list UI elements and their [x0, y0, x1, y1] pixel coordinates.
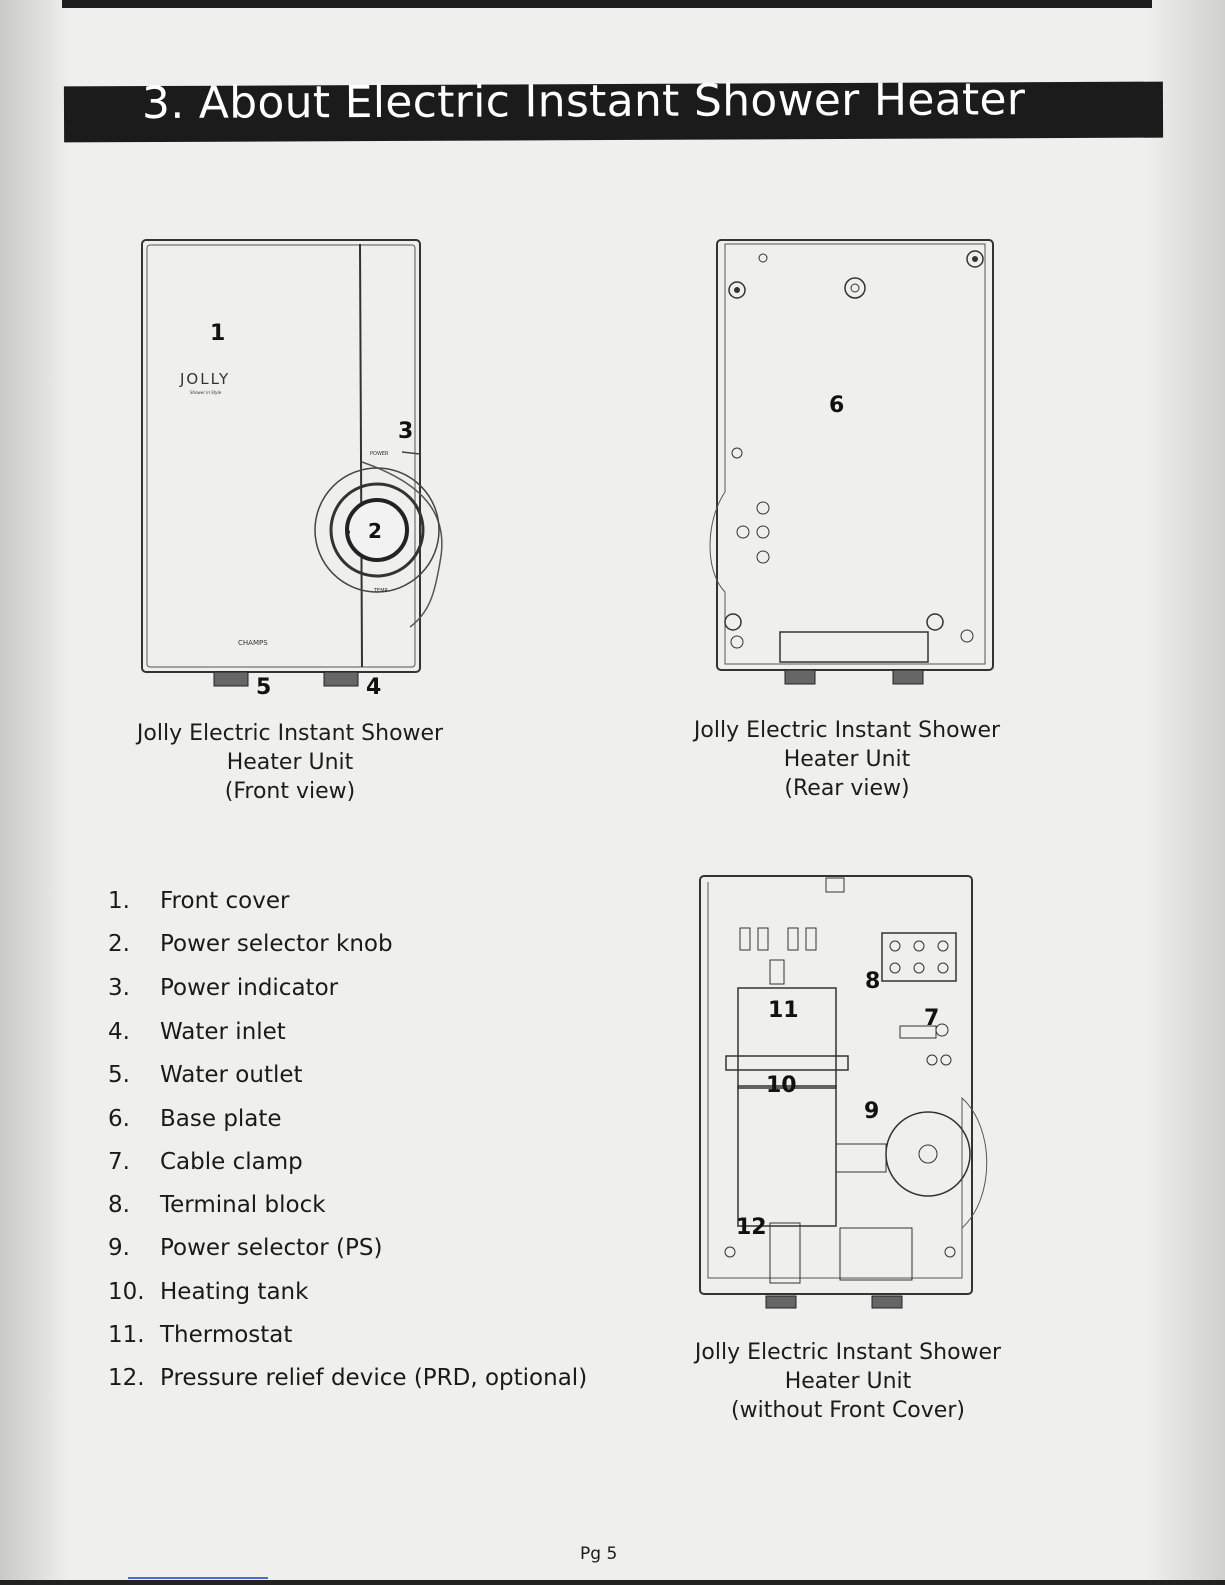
- brand-logo: JOLLY: [179, 370, 230, 388]
- caption-line: Jolly Electric Instant Shower: [694, 1340, 1002, 1365]
- legend-item: 1.Front cover: [108, 888, 290, 914]
- caption-line: Heater Unit: [784, 1369, 912, 1394]
- caption-line: (Rear view): [784, 776, 910, 801]
- legend-item: 8.Terminal block: [108, 1192, 326, 1218]
- legend-item: 3.Power indicator: [108, 975, 339, 1001]
- legend-item: 12.Pressure relief device (PRD, optional…: [108, 1365, 588, 1391]
- bottom-link-line: [128, 1577, 268, 1579]
- callout-6: 6: [829, 393, 844, 418]
- legend-item: 7.Cable clamp: [108, 1149, 303, 1175]
- legend-item: 11.Thermostat: [108, 1322, 293, 1348]
- legend-item: 5.Water outlet: [108, 1062, 303, 1088]
- page-shadow-left: [0, 0, 70, 1585]
- callout-5: 5: [256, 675, 271, 700]
- bottom-edge: [0, 1580, 1225, 1585]
- callout-8: 8: [865, 969, 880, 994]
- caption-line: Heater Unit: [226, 750, 354, 775]
- page-shadow-right: [1145, 0, 1225, 1585]
- legend-item: 2.Power selector knob: [108, 931, 393, 957]
- legend-item: 4.Water inlet: [108, 1019, 286, 1045]
- caption-line: (Front view): [224, 779, 356, 804]
- callout-11: 11: [768, 998, 799, 1023]
- caption-line: Jolly Electric Instant Shower: [136, 721, 444, 746]
- callout-4: 4: [366, 675, 381, 700]
- legend-item: 9.Power selector (PS): [108, 1235, 383, 1261]
- interior-view-caption: Jolly Electric Instant Shower Heater Uni…: [668, 1338, 1028, 1425]
- callout-9: 9: [864, 1099, 879, 1124]
- caption-line: Heater Unit: [783, 747, 911, 772]
- callout-10: 10: [766, 1073, 797, 1098]
- legend-item: 10.Heating tank: [108, 1279, 309, 1305]
- legend-item: 6.Base plate: [108, 1106, 282, 1132]
- temp-label: TEMP: [373, 588, 388, 594]
- maker-logo: CHAMPS: [238, 639, 268, 647]
- power-label: POWER: [370, 451, 389, 457]
- front-view-diagram: POWER TEMP JOLLY Shower In Style CHAMPS …: [141, 239, 443, 700]
- callout-12: 12: [736, 1215, 767, 1240]
- page-number: Pg 5: [580, 1544, 618, 1564]
- brand-tagline: Shower In Style: [190, 390, 222, 395]
- rear-view-caption: Jolly Electric Instant Shower Heater Uni…: [667, 716, 1027, 803]
- callout-2: 2: [368, 519, 382, 543]
- caption-line: Jolly Electric Instant Shower: [693, 718, 1001, 743]
- title-banner: 3. About Electric Instant Shower Heater: [63, 74, 1164, 143]
- callout-7: 7: [924, 1006, 939, 1031]
- callout-3: 3: [398, 419, 413, 444]
- top-strip: [62, 0, 1152, 8]
- rear-view-diagram: 6: [709, 239, 994, 685]
- front-view-caption: Jolly Electric Instant Shower Heater Uni…: [110, 719, 470, 806]
- callout-1: 1: [210, 321, 225, 346]
- interior-view-diagram: 7 8 9 10 11 12: [699, 875, 988, 1309]
- caption-line: (without Front Cover): [731, 1398, 965, 1423]
- page-title: 3. About Electric Instant Shower Heater: [141, 74, 1026, 130]
